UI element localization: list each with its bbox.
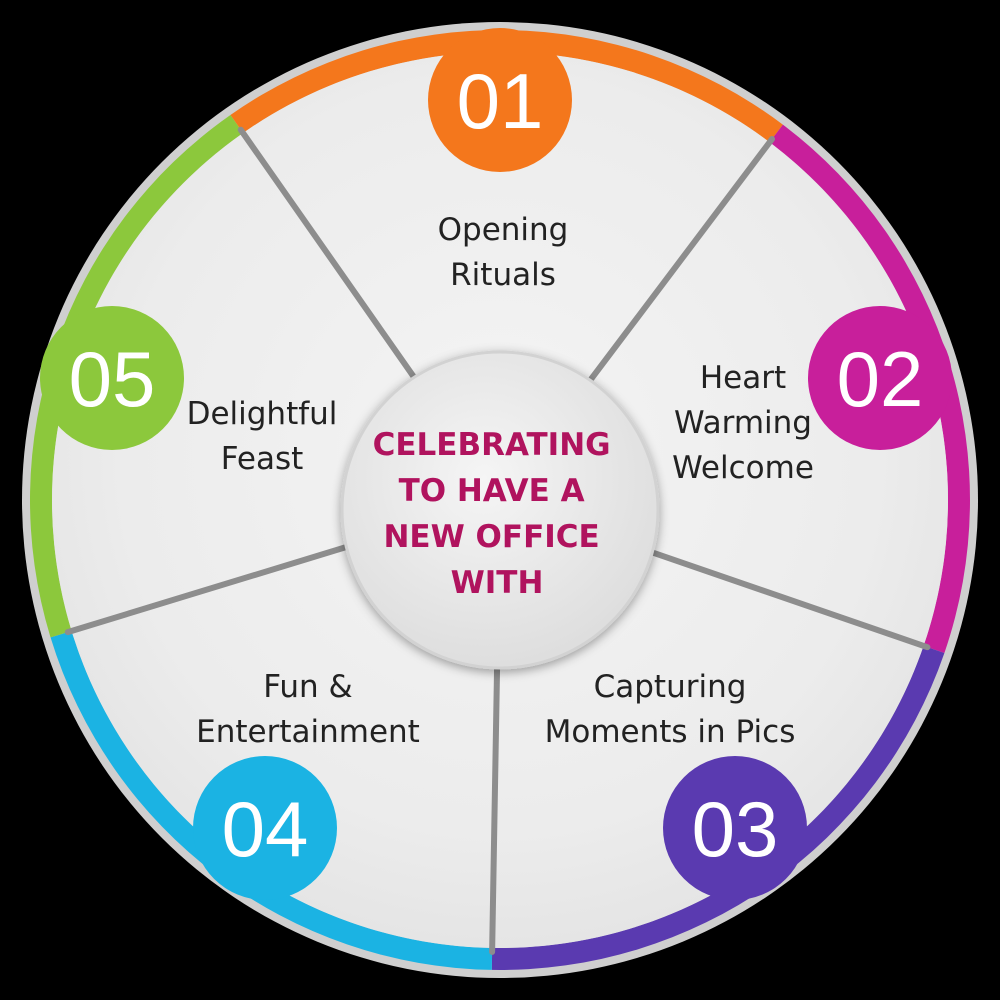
segment-number: 03 (692, 785, 779, 873)
number-badge-04: 04 (193, 756, 337, 900)
divider-line-4 (489, 646, 501, 955)
segment-label-line: Entertainment (196, 714, 420, 750)
segment-label-line: Warming (674, 405, 812, 441)
number-badges: 01 02 03 04 05 (40, 28, 952, 900)
ring-arc-05 (30, 114, 244, 638)
segment-label-line: Opening (438, 212, 569, 248)
ring-arc-04 (50, 630, 493, 970)
ring-arc-01 (230, 30, 783, 143)
center-title: CELEBRATING TO HAVE A NEW OFFICE WITH (373, 427, 622, 601)
number-badge-05: 05 (40, 306, 184, 450)
segment-label-line: Feast (221, 441, 304, 477)
segment-number: 02 (837, 335, 924, 423)
center-title-line-1: CELEBRATING (373, 427, 611, 463)
segment-label-line: Rituals (450, 257, 556, 293)
center-title-line-2: TO HAVE A (399, 473, 585, 509)
number-badge-03: 03 (663, 756, 807, 900)
number-badge-circle (808, 306, 952, 450)
number-badge-01: 01 (428, 28, 572, 172)
colored-ring (30, 30, 970, 970)
center-title-line-3: NEW OFFICE (383, 519, 599, 555)
number-badge-circle (193, 756, 337, 900)
number-badge-circle (663, 756, 807, 900)
segment-label-line: Capturing (594, 669, 747, 705)
divider-line-2 (587, 136, 776, 384)
segment-label-line: Welcome (672, 450, 814, 486)
segment-label-04: Fun & Entertainment (196, 669, 420, 750)
number-badge-circle (40, 306, 184, 450)
segment-label-line: Delightful (187, 396, 338, 432)
segment-label-line: Heart (700, 360, 786, 396)
number-badge-02: 02 (808, 306, 952, 450)
segment-label-line: Fun & (263, 669, 352, 705)
center-hub (340, 350, 660, 670)
divider-line-1 (237, 126, 417, 381)
divider-line-3 (638, 545, 931, 651)
center-title-line-4: WITH (451, 565, 544, 601)
segment-label-line: Moments in Pics (545, 714, 796, 750)
segment-number: 04 (222, 785, 309, 873)
ring-arc-03 (491, 645, 945, 970)
segment-number: 01 (457, 57, 544, 145)
segment-number: 05 (69, 335, 156, 423)
number-badge-circle (428, 28, 572, 172)
segment-dividers (64, 126, 931, 955)
divider-line-5 (64, 540, 360, 636)
ring-arc-02 (769, 124, 970, 654)
